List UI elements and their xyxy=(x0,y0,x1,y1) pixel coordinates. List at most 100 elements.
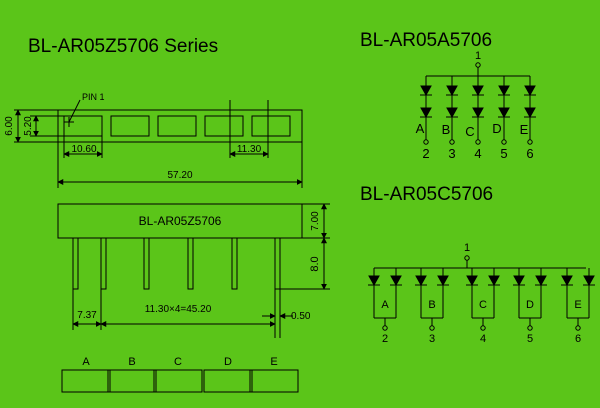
circuit-c-terminal-b xyxy=(429,325,435,331)
circuit-a-letter-c: C xyxy=(465,124,474,139)
circuit-a-letter-e: E xyxy=(520,122,529,137)
circuit-a-letter-b: B xyxy=(442,122,451,137)
circuit-a-common-terminal xyxy=(475,62,481,68)
pin1-label: PIN 1 xyxy=(82,92,105,102)
circuit-c-diagram xyxy=(374,255,586,269)
circuit-a-diagram xyxy=(426,62,530,77)
segment-box-c xyxy=(153,369,203,393)
segment-box-letter-d: D xyxy=(224,356,232,368)
segment-boxes xyxy=(61,369,299,393)
circuit-c-terminal-c xyxy=(480,325,486,331)
dim-pitch: 11.30 xyxy=(237,144,262,155)
pin-1 xyxy=(72,237,79,290)
pin-6 xyxy=(274,237,281,290)
circuit-c-diode-c-2 xyxy=(488,275,500,287)
circuit-a-diode-b-1 xyxy=(446,85,458,97)
segment-box-b xyxy=(107,369,157,393)
dim-body-height: 7.00 xyxy=(310,211,321,231)
circuit-c-letter-d: D xyxy=(526,299,534,311)
circuit-a-terminal-c xyxy=(475,139,481,145)
circuit-c-diode-a-2 xyxy=(390,275,402,287)
circuit-c-diode-d-1 xyxy=(513,275,525,287)
circuit-a-letter-a: A xyxy=(416,121,425,136)
circuit-c-letter-c: C xyxy=(479,299,487,311)
dim-total-width: 57.20 xyxy=(167,170,192,181)
circuit-c-terminal-e xyxy=(575,325,581,331)
side-body-label: BL-AR05Z5706 xyxy=(139,214,222,228)
circuit-a-common-pin: 1 xyxy=(475,50,481,62)
circuit-c-diode-d-2 xyxy=(535,275,547,287)
dim-edge-to-pin: 7.37 xyxy=(77,310,97,321)
circuit-c-diodes xyxy=(368,268,595,331)
dim-height-outer: 6.00 xyxy=(4,116,15,136)
circuit-a-diode-c-2 xyxy=(472,107,484,119)
circuit-c-terminal-a xyxy=(382,325,388,331)
top-view-segment-d xyxy=(204,115,244,137)
circuit-a-pin-3: 3 xyxy=(448,146,455,161)
pin-5 xyxy=(231,237,238,290)
circuit-c-diode-e-1 xyxy=(561,275,573,287)
dim-height-inner: 5.20 xyxy=(23,116,34,136)
circuit-c-letter-a: A xyxy=(381,299,389,311)
circuit-c-pin-5: 5 xyxy=(527,333,533,345)
circuit-a-diode-e-1 xyxy=(524,85,536,97)
circuit-a-diode-a-2 xyxy=(420,107,432,119)
circuit-a-diode-c-1 xyxy=(472,85,484,97)
segment-box-letter-a: A xyxy=(82,356,90,368)
top-view-segment-b xyxy=(110,115,150,137)
top-view xyxy=(14,99,303,188)
circuit-a-pin-6: 6 xyxy=(526,146,533,161)
circuit-a-title: BL-AR05A5706 xyxy=(360,30,492,51)
circuit-c-letter-e: E xyxy=(574,299,581,311)
pin-3 xyxy=(143,237,150,290)
circuit-c-diode-e-2 xyxy=(583,275,595,287)
dim-segment-width: 10.60 xyxy=(71,144,96,155)
circuit-c-pin-6: 6 xyxy=(575,333,581,345)
circuit-c-diode-c-1 xyxy=(466,275,478,287)
segment-box-d xyxy=(203,369,253,393)
segment-box-e xyxy=(249,369,299,393)
circuit-a-diode-b-2 xyxy=(446,107,458,119)
side-view xyxy=(57,203,330,338)
pin-4 xyxy=(187,237,194,290)
series-title: BL-AR05Z5706 Series xyxy=(28,36,218,57)
circuit-c-diode-b-2 xyxy=(437,275,449,287)
segment-box-letter-e: E xyxy=(270,356,277,368)
segment-box-letter-c: C xyxy=(174,356,182,368)
circuit-a-diode-e-2 xyxy=(524,107,536,119)
segment-box-a xyxy=(61,369,111,393)
circuit-c-common-pin: 1 xyxy=(464,242,470,254)
top-view-segment-a xyxy=(63,115,103,137)
segment-box-letter-b: B xyxy=(128,356,135,368)
circuit-a-terminal-a xyxy=(423,139,429,145)
circuit-a-letter-d: D xyxy=(492,121,501,136)
circuit-c-diode-a-1 xyxy=(368,275,380,287)
circuit-a-pin-4: 4 xyxy=(474,146,481,161)
circuit-c-pin-4: 4 xyxy=(480,333,486,345)
top-view-segment-e xyxy=(251,115,291,137)
circuit-a-pin-2: 2 xyxy=(422,146,429,161)
circuit-a-terminal-e xyxy=(527,139,533,145)
side-view-body xyxy=(57,203,303,239)
circuit-a-diode-d-1 xyxy=(498,85,510,97)
circuit-c-diode-b-1 xyxy=(415,275,427,287)
circuit-c-letter-b: B xyxy=(428,299,435,311)
top-view-outline xyxy=(57,109,303,143)
circuit-a-pin-5: 5 xyxy=(500,146,507,161)
circuit-a-diode-a-1 xyxy=(420,85,432,97)
circuit-a-diode-d-2 xyxy=(498,107,510,119)
circuit-c-pin-3: 3 xyxy=(429,333,435,345)
circuit-a-terminal-d xyxy=(501,139,507,145)
circuit-c-terminal-d xyxy=(527,325,533,331)
circuit-c-pin-2: 2 xyxy=(382,333,388,345)
dim-pin-span: 11.30×4=45.20 xyxy=(145,304,212,315)
top-view-segment-c xyxy=(157,115,197,137)
circuit-a-terminal-b xyxy=(449,139,455,145)
dim-pin-width: 0.50 xyxy=(291,311,311,322)
circuit-c-common-terminal xyxy=(464,255,470,261)
pin-2 xyxy=(100,237,107,290)
dim-pin-length: 8.0 xyxy=(309,256,321,271)
circuit-c-title: BL-AR05C5706 xyxy=(360,184,493,205)
